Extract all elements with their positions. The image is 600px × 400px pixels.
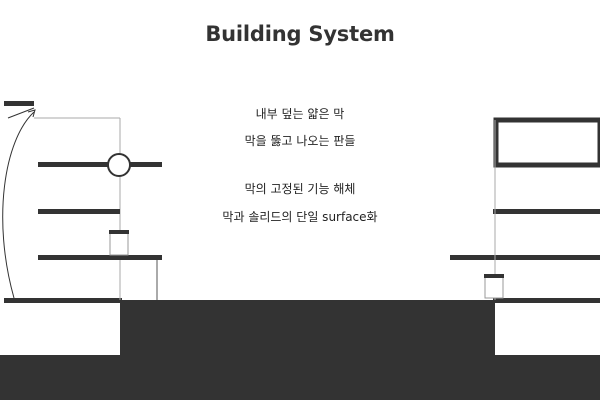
caption-function-dissolution: 막의 고정된 기능 해체 — [244, 182, 356, 196]
central-solid-block — [120, 300, 495, 400]
small-volume-cap-right — [484, 274, 504, 278]
arrow-head-icon — [27, 109, 36, 118]
floor-slab-2 — [38, 209, 120, 214]
arrow-pointer-line — [7, 107, 35, 119]
joint-circle — [107, 153, 131, 177]
floor-slab-1 — [38, 255, 162, 260]
caption-single-surface: 막과 솔리드의 단일 surface화 — [222, 210, 378, 224]
ground-slab-right — [493, 298, 600, 303]
caption-slabs-piercing: 막을 뚫고 나오는 판들 — [244, 134, 356, 148]
ground-slab-left — [4, 298, 122, 303]
small-volume-cap-left — [109, 230, 129, 234]
floor-slab-right-2 — [493, 209, 600, 214]
roof-slab-left — [4, 101, 34, 106]
floor-slab-right-1 — [450, 255, 600, 260]
floor-slab-3 — [38, 162, 162, 167]
curved-arrow-path — [2, 111, 35, 299]
upper-box-right — [493, 117, 600, 168]
small-volume-left — [109, 231, 129, 256]
small-volume-right — [484, 275, 504, 299]
caption-thin-membrane: 내부 덮는 얇은 막 — [255, 107, 345, 121]
diagram-title: Building System — [205, 22, 395, 46]
